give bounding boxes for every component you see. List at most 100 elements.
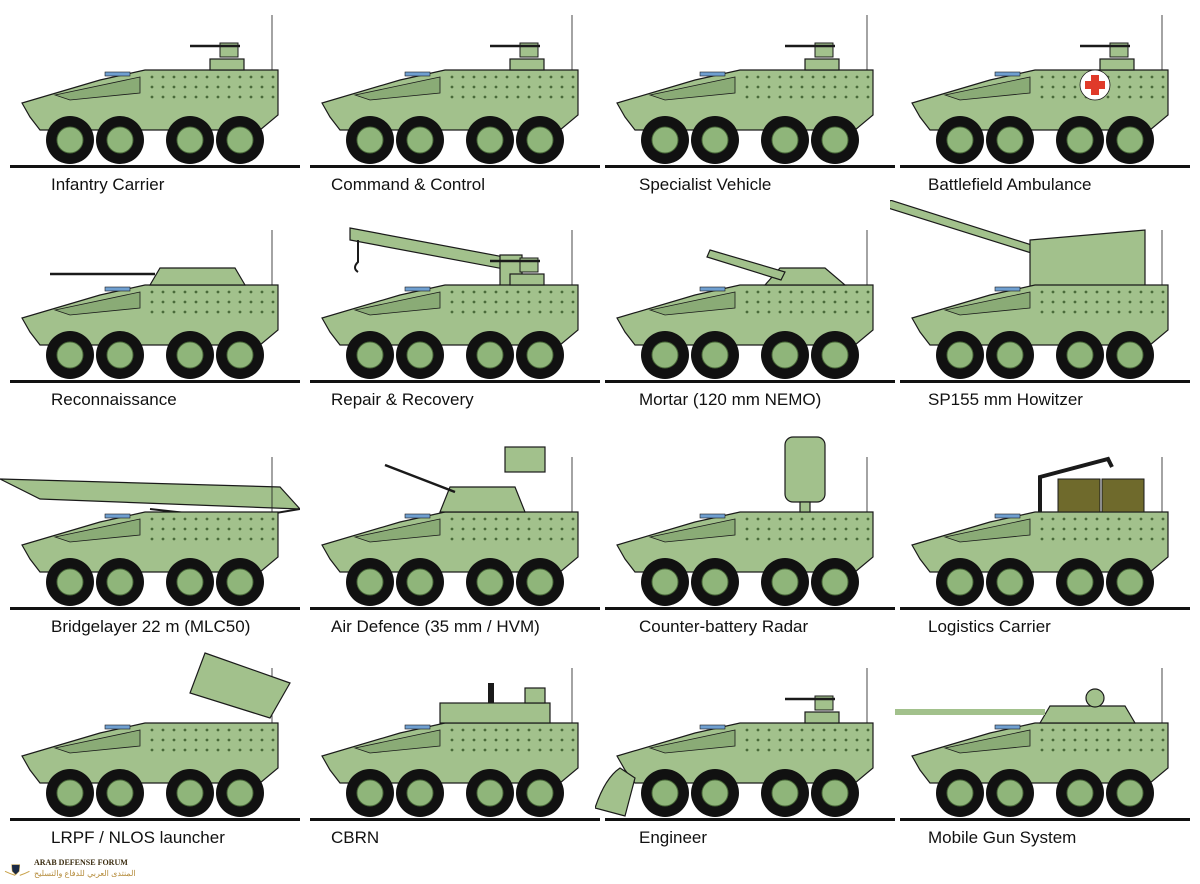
rivet bbox=[505, 537, 509, 541]
turret-base bbox=[209, 58, 245, 71]
vehicle-illustration bbox=[595, 668, 874, 817]
rivet bbox=[822, 738, 826, 742]
rivet bbox=[183, 517, 187, 521]
rivet bbox=[778, 738, 782, 742]
rivet bbox=[811, 527, 815, 531]
rivet bbox=[833, 517, 837, 521]
rivet bbox=[516, 517, 520, 521]
rivet bbox=[271, 728, 275, 732]
rivet bbox=[172, 310, 176, 314]
rivet bbox=[527, 75, 531, 79]
rivet bbox=[1117, 748, 1121, 752]
rivet bbox=[194, 310, 198, 314]
rivet bbox=[271, 75, 275, 79]
wheel-hub bbox=[996, 126, 1024, 154]
rivet bbox=[549, 738, 553, 742]
rivet bbox=[150, 537, 154, 541]
rivet bbox=[1062, 85, 1066, 89]
rivet bbox=[172, 75, 176, 79]
rivet bbox=[1150, 537, 1154, 541]
rivet bbox=[800, 300, 804, 304]
vehicle-illustration bbox=[21, 15, 279, 164]
vehicle-hull bbox=[911, 511, 1169, 573]
rivet bbox=[271, 310, 275, 314]
rivet bbox=[745, 85, 749, 89]
variant-card bbox=[0, 638, 300, 838]
rivet bbox=[833, 728, 837, 732]
rivet bbox=[538, 728, 542, 732]
rivet bbox=[161, 738, 165, 742]
rivet bbox=[494, 748, 498, 752]
rivet bbox=[1106, 738, 1110, 742]
rivet bbox=[1106, 517, 1110, 521]
vision-block bbox=[699, 724, 726, 730]
rivet bbox=[450, 300, 454, 304]
rivet bbox=[571, 290, 575, 294]
rivet bbox=[1161, 517, 1165, 521]
rivet bbox=[1051, 537, 1055, 541]
rivet bbox=[260, 85, 264, 89]
variant-label: Command & Control bbox=[331, 175, 486, 194]
vehicle-hull bbox=[911, 722, 1169, 784]
rivet bbox=[238, 537, 242, 541]
rivet bbox=[745, 290, 749, 294]
rivet bbox=[767, 738, 771, 742]
rivet bbox=[767, 85, 771, 89]
rivet bbox=[483, 728, 487, 732]
shield-logo-icon bbox=[4, 864, 30, 876]
rivet bbox=[855, 300, 859, 304]
rivet bbox=[450, 85, 454, 89]
rivet bbox=[483, 75, 487, 79]
rivet bbox=[227, 300, 231, 304]
rivet bbox=[745, 75, 749, 79]
rivet bbox=[1073, 527, 1077, 531]
rivet bbox=[549, 517, 553, 521]
rivet bbox=[756, 290, 760, 294]
wheel-hub bbox=[476, 341, 504, 369]
wheel-hub bbox=[651, 126, 679, 154]
wheel-hub bbox=[701, 568, 729, 596]
ground-line bbox=[605, 818, 895, 821]
wheel-hub bbox=[1116, 568, 1144, 596]
rivet bbox=[855, 310, 859, 314]
rivet bbox=[161, 75, 165, 79]
rivet bbox=[494, 95, 498, 99]
vehicle-illustration bbox=[0, 457, 300, 606]
rivet bbox=[1095, 300, 1099, 304]
rivet bbox=[194, 748, 198, 752]
rivet bbox=[866, 310, 870, 314]
rivet bbox=[767, 728, 771, 732]
rivet bbox=[194, 527, 198, 531]
rivet bbox=[1095, 728, 1099, 732]
rivet bbox=[516, 300, 520, 304]
rivet bbox=[527, 85, 531, 89]
rivet bbox=[1062, 95, 1066, 99]
rivet bbox=[461, 738, 465, 742]
rivet bbox=[194, 75, 198, 79]
rivet bbox=[756, 85, 760, 89]
rivet bbox=[249, 95, 253, 99]
rivet bbox=[1073, 290, 1077, 294]
vehicle-hull bbox=[616, 511, 874, 573]
vision-block bbox=[404, 513, 431, 519]
rivet bbox=[494, 75, 498, 79]
rivet bbox=[205, 527, 209, 531]
rivet bbox=[505, 75, 509, 79]
rivet bbox=[800, 85, 804, 89]
rivet bbox=[161, 290, 165, 294]
hull-vent bbox=[943, 729, 1031, 754]
rivet bbox=[483, 290, 487, 294]
rivet bbox=[571, 517, 575, 521]
vehicle-illustration bbox=[616, 436, 874, 606]
rivet bbox=[172, 300, 176, 304]
rivet bbox=[249, 300, 253, 304]
rivet bbox=[833, 310, 837, 314]
rivet bbox=[183, 748, 187, 752]
rivet bbox=[538, 95, 542, 99]
rivet bbox=[1051, 300, 1055, 304]
wheel-hub bbox=[476, 126, 504, 154]
rivet bbox=[756, 527, 760, 531]
rivet bbox=[216, 300, 220, 304]
rivet bbox=[833, 537, 837, 541]
ground-line bbox=[10, 165, 300, 168]
